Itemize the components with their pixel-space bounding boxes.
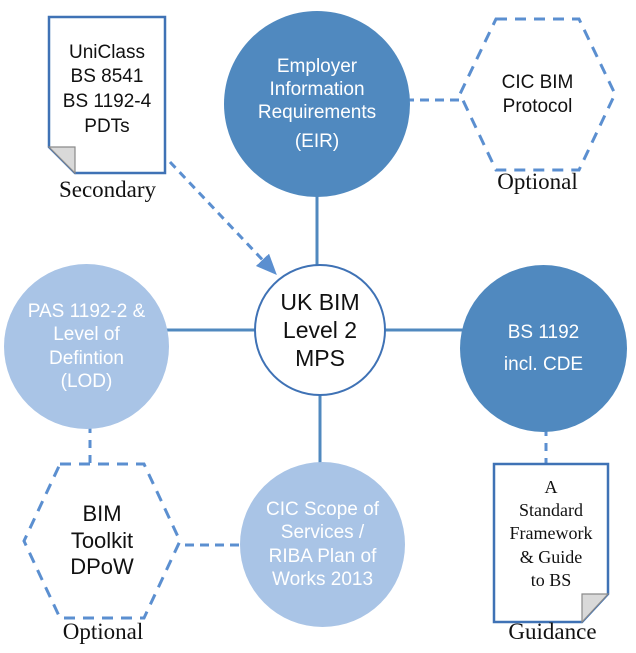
secondary-line-3: BS 1192-4: [62, 91, 152, 112]
bs-label: BS 1192 incl. CDE: [504, 321, 583, 375]
pas-line-4: (LOD): [60, 370, 113, 392]
node-bs-1192-cde[interactable]: BS 1192 incl. CDE: [460, 265, 627, 432]
document-shape-guidance: [492, 462, 610, 624]
node-standard-framework-guide[interactable]: A Standard Framework & Guide to BS: [492, 462, 610, 624]
secondary-label: UniClass BS 8541 BS 1192-4 PDTs: [47, 15, 167, 175]
secondary-line-4: PDTs: [84, 115, 130, 137]
hexagon-shape-protocol: [458, 17, 617, 172]
cic-protocol-label: CIC BIM Protocol: [455, 13, 620, 176]
hexagon-shape-toolkit: [22, 462, 182, 620]
guidance-line-5: to BS: [530, 570, 572, 591]
caption-guidance: Guidance: [508, 619, 597, 644]
secondary-line-1: UniClass: [68, 41, 145, 63]
pas-label: PAS 1192-2 & Level of Defintion (LOD): [28, 300, 146, 393]
cic-line-3: RIBA Plan of: [268, 545, 377, 567]
center-line-3: MPS: [295, 345, 345, 372]
eir-line-1: Employer: [276, 55, 358, 77]
node-cic-bim-protocol[interactable]: CIC BIM Protocol: [455, 13, 620, 176]
bs-line-1: BS 1192: [507, 322, 580, 344]
connector-secondary-center-arrow: [168, 160, 277, 276]
cic-label: CIC Scope of Services / RIBA Plan of Wor…: [266, 498, 379, 591]
center-line-2: Level 2: [282, 316, 358, 343]
cic-line-1: CIC Scope of: [266, 499, 379, 521]
bim-toolkit-label: BIM Toolkit DPoW: [18, 458, 186, 624]
pas-line-3: Defintion: [49, 347, 124, 369]
node-cic-scope-riba-plan[interactable]: CIC Scope of Services / RIBA Plan of Wor…: [240, 462, 405, 627]
guidance-line-3: Framework: [509, 523, 593, 544]
protocol-line-2: Protocol: [502, 95, 573, 117]
toolkit-line-3: DPoW: [70, 554, 134, 580]
eir-line-4: (EIR): [294, 131, 340, 153]
eir-line-2: Information: [269, 78, 365, 100]
toolkit-line-1: BIM: [82, 500, 122, 526]
pas-line-1: PAS 1192-2 &: [27, 301, 146, 323]
node-secondary-standards[interactable]: UniClass BS 8541 BS 1192-4 PDTs: [47, 15, 167, 175]
node-pas-1192-2-lod[interactable]: PAS 1192-2 & Level of Defintion (LOD): [4, 264, 169, 429]
protocol-line-1: CIC BIM: [501, 72, 574, 94]
bs-line-2: incl. CDE: [503, 353, 584, 375]
caption-optional-protocol: Optional: [497, 169, 578, 194]
node-uk-bim-level-2-mps[interactable]: UK BIM Level 2 MPS: [254, 264, 386, 396]
toolkit-line-2: Toolkit: [70, 527, 134, 553]
center-label: UK BIM Level 2 MPS: [280, 288, 359, 372]
secondary-line-2: BS 8541: [70, 66, 144, 88]
guidance-line-4: & Guide: [519, 546, 583, 567]
node-bim-toolkit-dpow[interactable]: BIM Toolkit DPoW: [18, 458, 186, 624]
eir-label: Employer Information Requirements (EIR): [258, 55, 376, 154]
eir-line-3: Requirements: [257, 102, 377, 123]
center-line-1: UK BIM: [280, 288, 360, 315]
guidance-label: A Standard Framework & Guide to BS: [492, 462, 610, 624]
cic-line-2: Services /: [280, 522, 365, 544]
caption-secondary: Secondary: [58, 177, 157, 202]
guidance-line-2: Standard: [519, 499, 583, 520]
pas-line-2: Level of: [53, 324, 120, 346]
cic-line-4: Works 2013: [271, 568, 374, 590]
node-employer-information-requirements[interactable]: Employer Information Requirements (EIR): [224, 11, 410, 197]
document-shape-secondary: [47, 15, 167, 175]
guidance-line-1: A: [544, 476, 558, 497]
caption-optional-toolkit: Optional: [62, 619, 144, 644]
